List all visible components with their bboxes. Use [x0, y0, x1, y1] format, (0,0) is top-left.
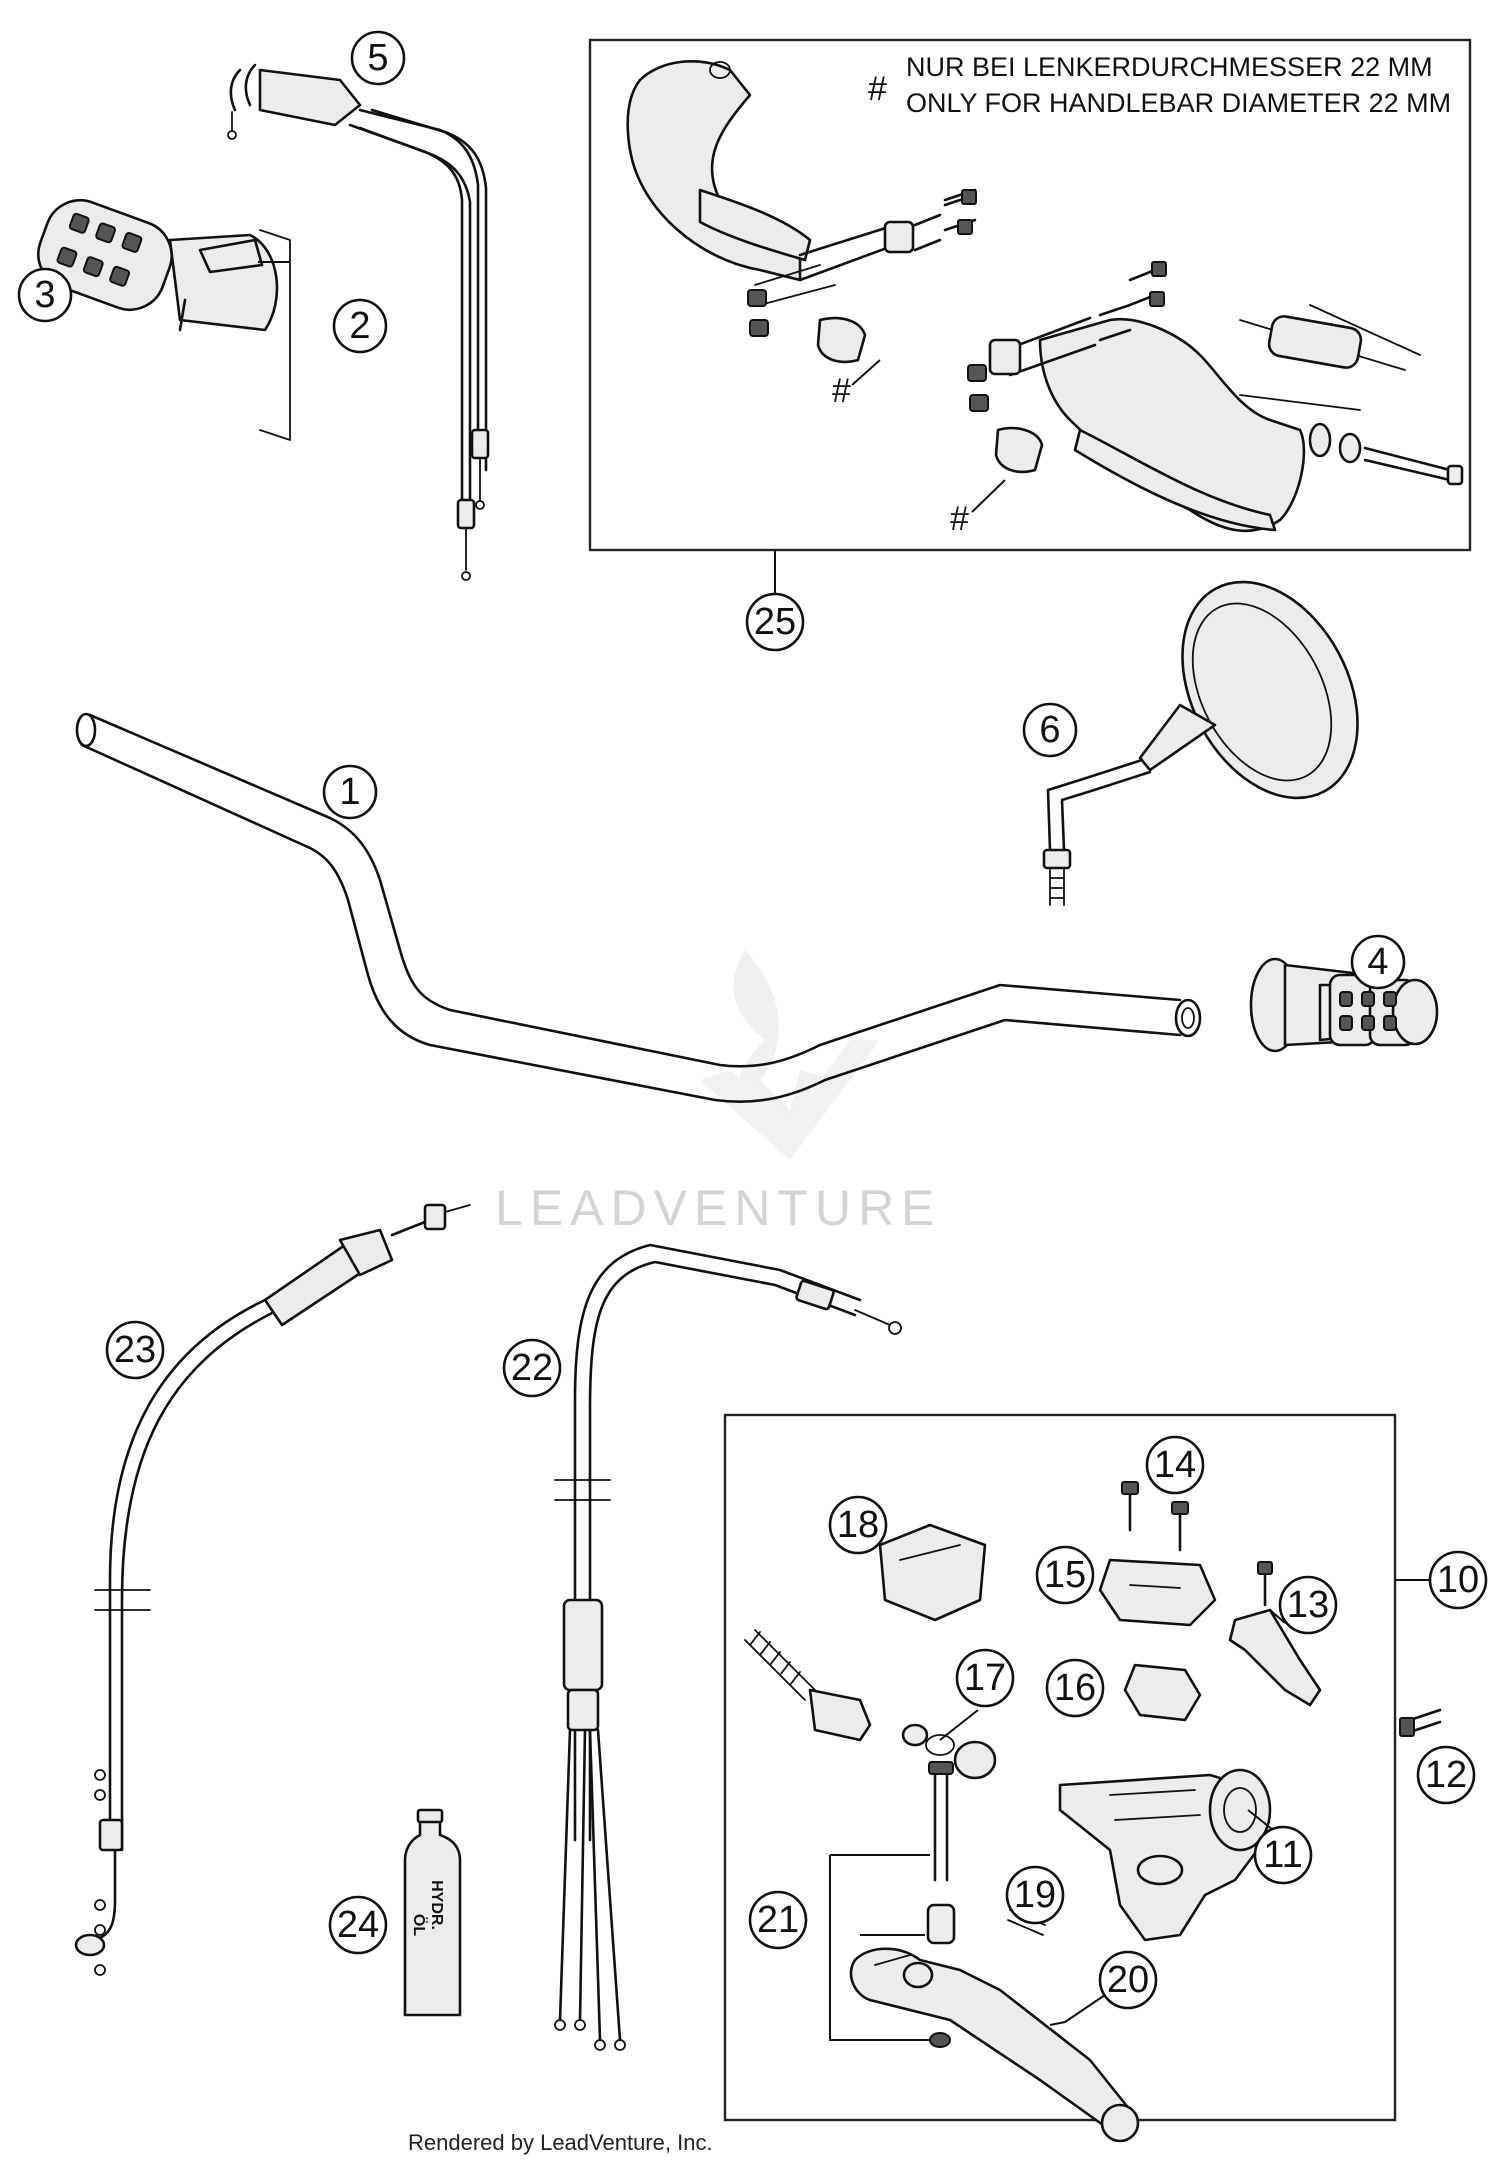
brake-lever-part-20 [849, 1947, 1140, 2143]
svg-text:5: 5 [367, 37, 388, 79]
svg-text:19: 19 [1014, 1874, 1056, 1916]
reservoir-cover-part-15 [1098, 1558, 1217, 1627]
callout-13: 13 [1278, 1575, 1338, 1635]
leader-lines [258, 261, 1286, 1831]
bottle-label-oel: ÖL [410, 1914, 429, 1936]
callout-5: 5 [350, 30, 406, 86]
svg-text:25: 25 [754, 601, 796, 643]
hand-guard-screws [943, 189, 1167, 307]
mirror [1042, 580, 1359, 906]
spacer-hash-marks: # # [832, 359, 1006, 538]
left-grip [1249, 957, 1439, 1053]
svg-text:17: 17 [964, 1657, 1006, 1699]
callout-1: 1 [322, 764, 378, 820]
svg-text:11: 11 [1263, 1834, 1302, 1876]
screws-part-14 [1121, 1481, 1189, 1552]
note-hash-symbol: # [868, 70, 887, 108]
hand-guard-left [967, 266, 1464, 533]
handlebar [75, 712, 1202, 1103]
throttle-cables [227, 63, 490, 581]
svg-text:21: 21 [757, 1899, 799, 1941]
callout-22: 22 [502, 1338, 562, 1398]
callout-25: 25 [745, 592, 805, 652]
lever-part-13 [1228, 1561, 1322, 1707]
svg-text:12: 12 [1425, 1754, 1467, 1796]
svg-text:1: 1 [339, 771, 360, 813]
note-line-english: ONLY FOR HANDLEBAR DIAMETER 22 MM [906, 88, 1451, 118]
svg-text:16: 16 [1054, 1667, 1096, 1709]
callout-2: 2 [332, 298, 388, 354]
screw-part-12 [1399, 1708, 1442, 1737]
control-cable [554, 1243, 902, 2051]
callout-12: 12 [1416, 1745, 1476, 1805]
clamp-part-18 [878, 1523, 987, 1622]
note-line-german: NUR BEI LENKERDURCHMESSER 22 MM [906, 52, 1433, 82]
pivot-bolt-part-21 [829, 1761, 956, 2048]
callout-10: 10 [1428, 1550, 1488, 1610]
svg-text:10: 10 [1437, 1559, 1479, 1601]
watermark-text: LEADVENTURE [495, 1180, 942, 1236]
hash-mark-spacer-lower: # [950, 500, 969, 538]
hand-guard-right [626, 60, 977, 364]
diaphragm-part-16 [1123, 1663, 1202, 1722]
watermark-logo [700, 950, 880, 1160]
callout-16: 16 [1045, 1658, 1105, 1718]
bottle-label-hydr: HYDR. [428, 1880, 445, 1930]
callout-6: 6 [1022, 702, 1078, 758]
hash-mark-spacer-upper: # [832, 372, 851, 410]
svg-text:13: 13 [1287, 1584, 1329, 1626]
piston-part-17 [744, 1629, 997, 1780]
master-cylinder-kit-frame [723, 1413, 1397, 2122]
clutch-hydraulic-line [74, 1203, 471, 1976]
svg-text:18: 18 [837, 1504, 879, 1546]
svg-text:14: 14 [1154, 1444, 1196, 1486]
master-cylinder-part-11 [1058, 1768, 1272, 1942]
svg-text:24: 24 [337, 1904, 379, 1946]
callout-3: 3 [17, 267, 73, 323]
hand-guard-note: # NUR BEI LENKERDURCHMESSER 22 MM ONLY F… [868, 52, 1451, 118]
svg-text:3: 3 [34, 274, 55, 316]
callout-20: 20 [1098, 1950, 1158, 2010]
callout-21: 21 [748, 1890, 808, 1950]
svg-text:15: 15 [1044, 1554, 1086, 1596]
callout-17: 17 [955, 1648, 1015, 1708]
svg-text:4: 4 [1367, 941, 1388, 983]
callout-11: 11 [1253, 1825, 1313, 1885]
hand-guard-kit-frame [588, 38, 1472, 552]
hydraulic-oil-bottle: HYDR. ÖL [403, 1808, 462, 2017]
callout-4: 4 [1350, 934, 1406, 990]
svg-text:2: 2 [349, 305, 370, 347]
svg-text:22: 22 [511, 1347, 553, 1389]
footer-credit: Rendered by LeadVenture, Inc. [408, 2130, 713, 2155]
callout-23: 23 [105, 1320, 165, 1380]
svg-text:20: 20 [1107, 1959, 1149, 2001]
throttle-grip [37, 199, 279, 332]
callout-24: 24 [328, 1895, 388, 1955]
callout-18: 18 [828, 1495, 888, 1555]
leader-20 [1049, 1994, 1106, 2026]
svg-text:23: 23 [114, 1329, 156, 1371]
svg-text:6: 6 [1039, 709, 1060, 751]
callout-19: 19 [1005, 1865, 1065, 1925]
callout-14: 14 [1145, 1435, 1205, 1495]
throttle-bracket-lines [259, 229, 291, 441]
callout-15: 15 [1035, 1545, 1095, 1605]
